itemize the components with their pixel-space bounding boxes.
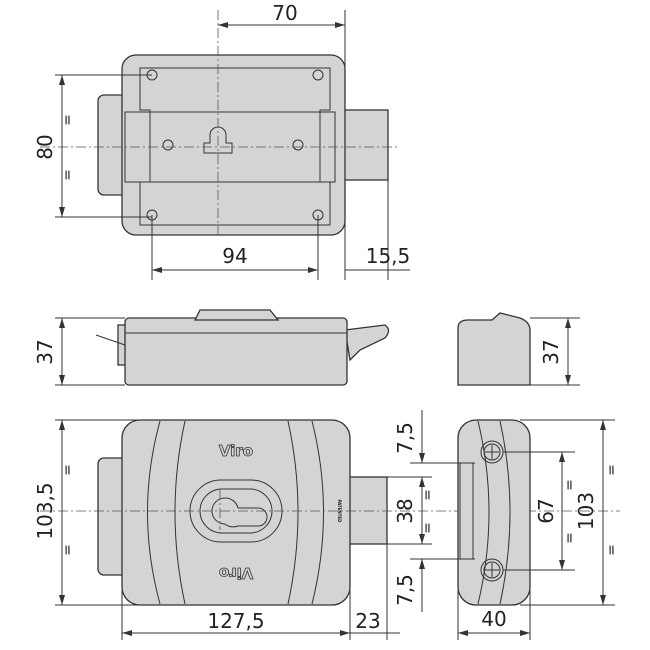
top-view: 70 80 = = 94 15,5 — [33, 1, 410, 280]
dim-103: 103 — [574, 492, 598, 530]
patent-mark: PATENTED — [337, 500, 342, 524]
equal-mark: = — [60, 169, 76, 181]
strike-plate-side — [457, 312, 531, 386]
dim-38: 38 — [393, 498, 417, 523]
equal-mark: = — [60, 464, 76, 476]
dim-7-5-top: 7,5 — [393, 422, 417, 454]
equal-mark: = — [60, 544, 76, 556]
equal-mark: = — [420, 522, 436, 534]
screw-icon — [480, 558, 504, 582]
brand-logo-top: Viro — [219, 442, 253, 460]
dim-15-5: 15,5 — [366, 244, 411, 268]
equal-mark: = — [604, 464, 620, 476]
lock-body-side — [124, 317, 348, 386]
lock-body — [121, 54, 346, 236]
equal-mark: = — [60, 114, 76, 126]
equal-mark: = — [604, 544, 620, 556]
dim-70: 70 — [272, 1, 297, 25]
lock-cover — [121, 419, 351, 606]
screw-icon — [480, 440, 504, 464]
dim-80: 80 — [33, 134, 57, 159]
equal-mark: = — [420, 489, 436, 501]
dim-67: 67 — [534, 498, 558, 523]
equal-mark: = — [562, 532, 578, 544]
latch-lever — [344, 324, 390, 362]
brand-logo-bottom: Viro — [219, 564, 253, 582]
dim-7-5-bottom: 7,5 — [393, 574, 417, 606]
lock-bolt-front — [344, 476, 388, 545]
equal-mark: = — [562, 479, 578, 491]
strike-plate — [457, 419, 531, 606]
dim-94: 94 — [222, 244, 247, 268]
dim-40: 40 — [481, 607, 506, 631]
dim-103-5: 103,5 — [33, 482, 57, 539]
dim-37: 37 — [33, 339, 57, 364]
front-view: Viro Viro PATENTED 103,5 = = 127,5 23 7,… — [33, 410, 620, 640]
dim-127-5: 127,5 — [207, 609, 264, 633]
side-view: 37 37 — [33, 309, 580, 386]
dim-37-end: 37 — [539, 339, 563, 364]
dim-23: 23 — [355, 609, 380, 633]
